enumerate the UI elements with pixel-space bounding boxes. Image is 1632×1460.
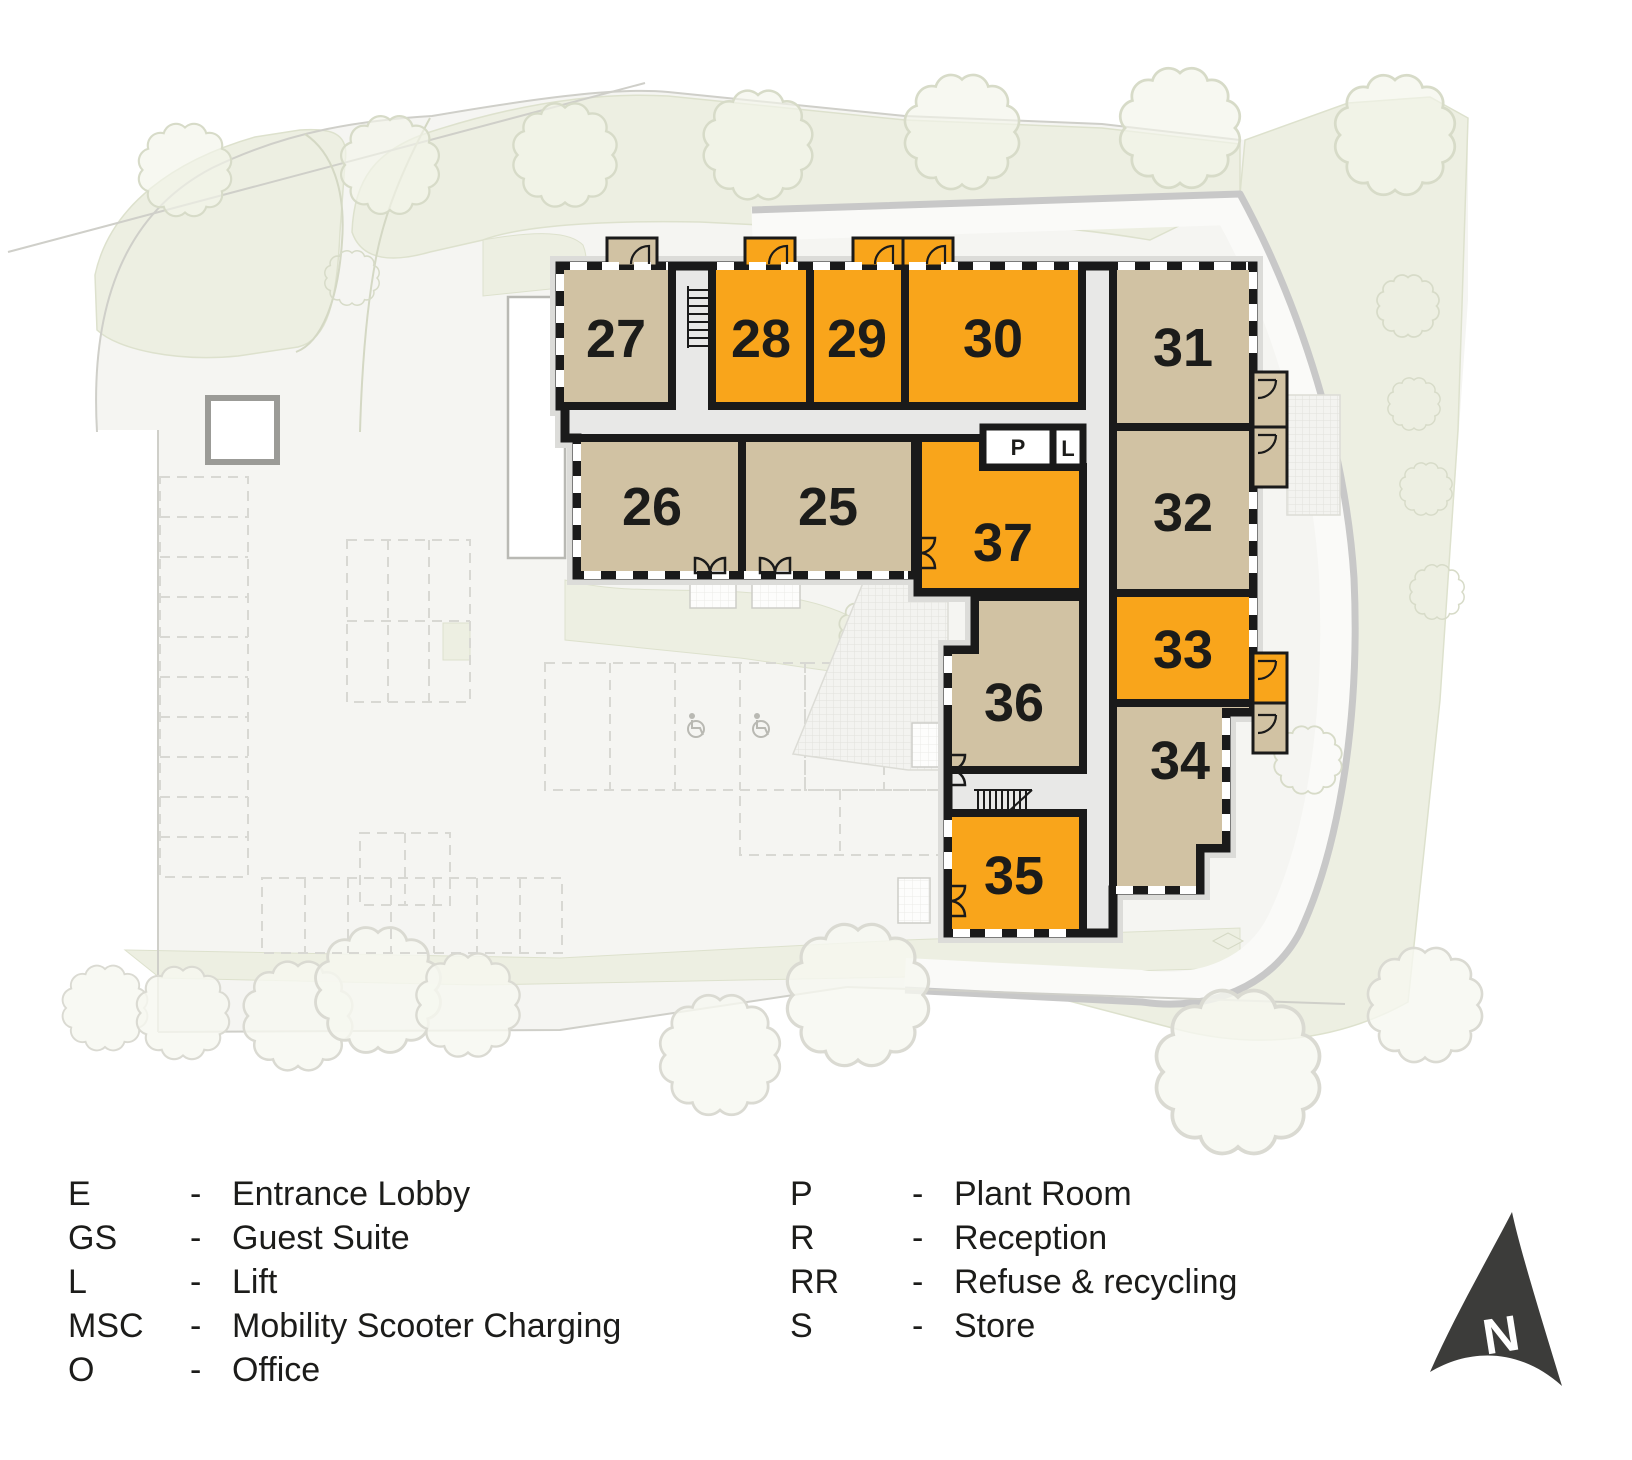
green-plot-small [442, 622, 471, 661]
north-label: N [1479, 1305, 1523, 1366]
room-33 [1109, 589, 1257, 707]
building: 27 28 29 30 31 32 33 34 26 25 37 36 35 P… [550, 236, 1289, 943]
room-label-37: 37 [973, 513, 1033, 573]
room-31 [1109, 262, 1257, 431]
room-27 [556, 262, 676, 410]
room-label-27: 27 [586, 309, 646, 369]
legend-abbr: L [68, 1263, 87, 1301]
legend-name: Plant Room [954, 1175, 1132, 1213]
tree-icon [903, 73, 1021, 191]
legend-name: Reception [954, 1219, 1108, 1257]
legend-name: Guest Suite [232, 1219, 410, 1257]
substation [205, 395, 280, 465]
legend-name: Mobility Scooter Charging [232, 1307, 622, 1345]
legend-item-store: S - Store [790, 1304, 1430, 1348]
legend-abbr: P [790, 1175, 813, 1213]
legend-item-office: O - Office [68, 1348, 728, 1392]
north-arrow: N [1430, 1212, 1562, 1386]
legend-separator: - [190, 1175, 202, 1213]
stairs-south [974, 789, 1033, 813]
tree-icon [1333, 73, 1457, 197]
legend-separator: - [190, 1307, 202, 1345]
legend-separator: - [912, 1263, 924, 1301]
room-label-36: 36 [984, 673, 1044, 733]
door-swings [629, 244, 1278, 735]
legend-right-column: P - Plant Room R - Reception RR - Refuse… [790, 1172, 1430, 1348]
legend-name: Refuse & recycling [954, 1263, 1238, 1301]
patio-paving [1286, 394, 1341, 516]
green-garden-strip [564, 579, 906, 677]
room-label-33: 33 [1153, 620, 1213, 680]
porch-29 [851, 236, 905, 268]
room-label-30: 30 [963, 309, 1023, 369]
plant-room-label: P [1011, 435, 1026, 460]
room-30 [901, 262, 1086, 410]
lift-label: L [1061, 436, 1074, 461]
legend-left-column: E - Entrance Lobby GS - Guest Suite L - … [68, 1172, 728, 1392]
legend-item-plant-room: P - Plant Room [790, 1172, 1430, 1216]
legend-abbr: E [68, 1175, 91, 1213]
legend-separator: - [912, 1307, 924, 1345]
room-label-28: 28 [731, 309, 791, 369]
porch-32 [1251, 425, 1289, 489]
north-arrow-icon [1430, 1212, 1562, 1386]
tree-icon [135, 965, 231, 1061]
legend-separator: - [190, 1219, 202, 1257]
windows [556, 262, 1257, 937]
room-label-32: 32 [1153, 483, 1213, 543]
tree-icon [1154, 988, 1322, 1156]
legend-name: Office [232, 1351, 321, 1389]
legend-item-refuse-recycling: RR - Refuse & recycling [790, 1260, 1430, 1304]
legend-separator: - [190, 1351, 202, 1389]
parking-row-left [159, 476, 249, 878]
room-label-35: 35 [984, 846, 1044, 906]
room-32 [1109, 423, 1257, 597]
apartments [556, 262, 1257, 937]
room-36 [944, 593, 1087, 774]
tree-icon [61, 964, 149, 1052]
room-label-25: 25 [798, 477, 858, 537]
room-label-29: 29 [827, 309, 887, 369]
legend-item-guest-suite: GS - Guest Suite [68, 1216, 728, 1260]
porch-31 [1251, 370, 1289, 429]
tree-icon [137, 122, 233, 218]
room-label-34: 34 [1150, 731, 1210, 791]
legend-name: Lift [232, 1263, 278, 1301]
legend-abbr: MSC [68, 1307, 144, 1345]
legend-abbr: GS [68, 1219, 118, 1257]
legend-name: Store [954, 1307, 1036, 1345]
path-kerb-line [751, 190, 1359, 1008]
tree-icon [658, 993, 782, 1117]
legend-item-entrance-lobby: E - Entrance Lobby [68, 1172, 728, 1216]
tree-icon [339, 114, 441, 216]
room-label-26: 26 [622, 477, 682, 537]
legend-name: Entrance Lobby [232, 1175, 471, 1213]
legend-abbr: RR [790, 1263, 840, 1301]
room-labels: 27 28 29 30 31 32 33 34 26 25 37 36 35 P… [586, 309, 1213, 906]
room-label-31: 31 [1153, 318, 1213, 378]
lift [1049, 423, 1087, 471]
footpath [751, 190, 1355, 1006]
green-bush-diamond [1211, 932, 1245, 950]
legend-item-mobility-scooter-charging: MSC - Mobility Scooter Charging [68, 1304, 728, 1348]
legend-separator: - [912, 1175, 924, 1213]
legend-item-lift: L - Lift [68, 1260, 728, 1304]
tree-icon [1118, 66, 1242, 190]
legend-item-reception: R - Reception [790, 1216, 1430, 1260]
legend-abbr: R [790, 1219, 815, 1257]
stairs-main [687, 286, 710, 348]
tree-icon [702, 89, 814, 201]
legend-abbr: O [68, 1351, 95, 1389]
room-35 [944, 809, 1087, 937]
tree-icon [415, 952, 521, 1058]
legend-abbr: S [790, 1307, 813, 1345]
tree-icon [512, 102, 618, 208]
legend-separator: - [190, 1263, 202, 1301]
legend-separator: - [912, 1219, 924, 1257]
tree-icon [785, 922, 931, 1068]
tree-icon [1366, 946, 1484, 1064]
